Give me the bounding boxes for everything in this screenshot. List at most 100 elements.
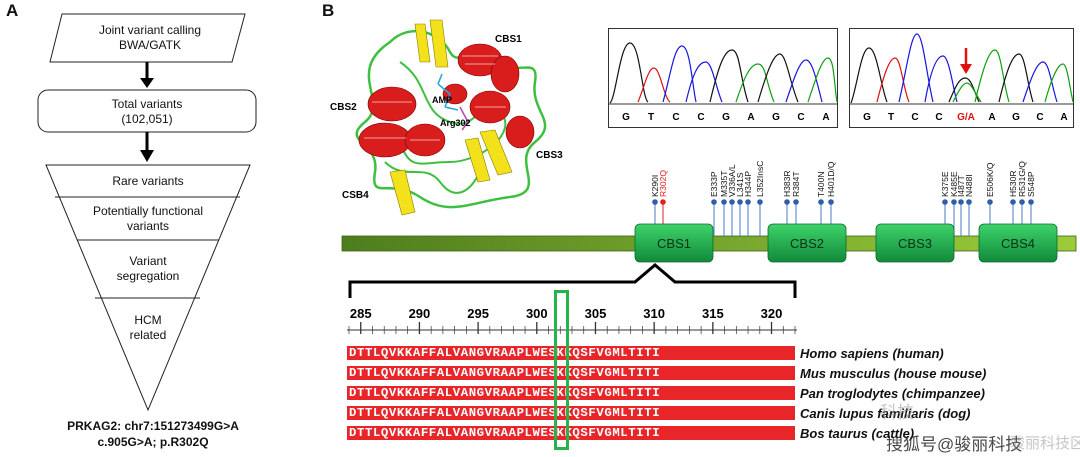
variant-dot bbox=[828, 199, 834, 205]
domain-box-cbs2 bbox=[767, 223, 847, 263]
variant-label: H344P bbox=[743, 171, 753, 197]
domain-label-cbs3: CBS3 bbox=[898, 236, 932, 251]
residue-ruler: 285 290 295 300 305 310 315 320 bbox=[347, 306, 797, 334]
domain-label-cbs1: CBS1 bbox=[657, 236, 691, 251]
variant-label: K290I bbox=[650, 175, 660, 197]
zoom-bracket bbox=[348, 263, 797, 298]
base-label: G bbox=[722, 112, 730, 123]
chromatogram-mutant: G T C C G/A A G C A bbox=[849, 28, 1074, 128]
base-label: C bbox=[911, 112, 918, 123]
variant-dot bbox=[652, 199, 658, 205]
alignment-row-mouse: DTTLQVKKAFFALVANGVRAAPLWESKKQSFVGMLTITI bbox=[347, 366, 795, 380]
alignment-row-human: DTTLQVKKAFFALVANGVRAAPLWESKKQSFVGMLTITI bbox=[347, 346, 795, 360]
domain-box-cbs1 bbox=[634, 223, 714, 263]
variant-label: L341S bbox=[735, 172, 745, 197]
variant-dot bbox=[745, 199, 751, 205]
variant-dot bbox=[729, 199, 735, 205]
variant-label: K375E bbox=[940, 171, 950, 197]
variant-dot bbox=[737, 199, 743, 205]
panel-a-flowchart bbox=[37, 13, 257, 412]
base-label-mutant: G/A bbox=[957, 112, 975, 123]
domain-box-cbs4 bbox=[978, 223, 1058, 263]
variant-label: T400N bbox=[816, 171, 826, 197]
alignment-row-cattle: DTTLQVKKAFFALVANGVRAAPLWESKKQSFVGMLTITI bbox=[347, 426, 795, 440]
arrow-down-icon bbox=[140, 150, 154, 162]
base-label: T bbox=[648, 112, 654, 123]
variant-label: H530R bbox=[1008, 171, 1018, 197]
watermark-2: 搜狐号@骏丽科技 bbox=[886, 435, 1023, 454]
variant-label: S548P bbox=[1026, 171, 1036, 197]
watermark-3: 骏丽科技区 bbox=[1010, 435, 1080, 452]
domain-label-cbs4: CBS4 bbox=[1001, 236, 1035, 251]
base-label: C bbox=[797, 112, 804, 123]
structure-label-amp: AMP bbox=[432, 95, 452, 105]
species-dog: Canis lupus familiaris (dog) bbox=[800, 406, 971, 421]
variant-dot bbox=[818, 199, 824, 205]
base-label: G bbox=[772, 112, 780, 123]
ruler-label: 290 bbox=[409, 306, 431, 321]
panel-b-label: B bbox=[322, 1, 335, 20]
structure-label-cbs2: CBS2 bbox=[330, 102, 357, 113]
ruler-label: 320 bbox=[761, 306, 783, 321]
variant-dot bbox=[1019, 199, 1025, 205]
structure-label-csb4: CSB4 bbox=[342, 190, 369, 201]
variant-label: N488I bbox=[964, 174, 974, 197]
base-label: A bbox=[988, 112, 995, 123]
domain-label-cbs2: CBS2 bbox=[790, 236, 824, 251]
variant-dot bbox=[987, 199, 993, 205]
protein-structure-image: CBS1 CBS2 CBS3 CSB4 AMP Arg302 bbox=[330, 19, 563, 216]
species-mouse: Mus musculus (house mouse) bbox=[800, 366, 987, 381]
base-label: G bbox=[622, 112, 630, 123]
base-label: C bbox=[1036, 112, 1043, 123]
domain-box-cbs3 bbox=[875, 223, 955, 263]
variant-label: K485E bbox=[949, 171, 959, 197]
base-label: C bbox=[935, 112, 942, 123]
structure-label-cbs1: CBS1 bbox=[495, 34, 522, 45]
base-label: C bbox=[697, 112, 704, 123]
variant-dot bbox=[793, 199, 799, 205]
funnel-rare: Rare variants bbox=[112, 174, 184, 188]
ruler-label: 295 bbox=[467, 306, 489, 321]
variant-label: R302Q bbox=[658, 170, 668, 197]
flow-step-total-text: Total variants(102,051) bbox=[111, 97, 183, 126]
filter-funnel bbox=[45, 164, 251, 412]
species-chimp: Pan troglodytes (chimpanzee) bbox=[800, 386, 985, 401]
alignment-row-dog: DTTLQVKKAFFALVANGVRAAPLWESKKQSFVGMLTITI bbox=[347, 406, 795, 420]
variant-dot bbox=[711, 199, 717, 205]
variant-dot bbox=[1028, 199, 1034, 205]
ruler-label: 300 bbox=[526, 306, 548, 321]
watermark-1: 科技 bbox=[880, 403, 914, 422]
ruler-label: 310 bbox=[643, 306, 665, 321]
variant-dot bbox=[757, 199, 763, 205]
ruler-label: 285 bbox=[350, 306, 372, 321]
base-label: A bbox=[1060, 112, 1067, 123]
variant-label: H401D/Q bbox=[826, 161, 836, 197]
species-cattle: Bos taurus (cattle) bbox=[800, 426, 915, 441]
r302-highlight-box bbox=[554, 290, 569, 450]
base-label: C bbox=[672, 112, 679, 123]
base-label: G bbox=[1012, 112, 1020, 123]
variant-dot bbox=[1010, 199, 1016, 205]
base-label: A bbox=[822, 112, 829, 123]
variant-label: H383R bbox=[782, 171, 792, 197]
variant-label: I487T bbox=[956, 175, 966, 197]
variant-dot bbox=[660, 199, 666, 205]
variant-label: R531G/Q bbox=[1017, 161, 1027, 197]
variant-dot bbox=[966, 199, 972, 205]
arrow-down-icon bbox=[140, 78, 154, 88]
variant-label: M335T bbox=[719, 171, 729, 197]
base-label: G bbox=[863, 112, 871, 123]
variant-label: V336A/L bbox=[727, 164, 737, 197]
structure-label-cbs3: CBS3 bbox=[536, 150, 563, 161]
variant-dot bbox=[958, 199, 964, 205]
variant-label: R384T bbox=[791, 171, 801, 197]
base-label: A bbox=[747, 112, 754, 123]
variant-label: E506K/Q bbox=[985, 162, 995, 197]
chromatogram-wildtype: G T C C G A G C A bbox=[608, 28, 838, 128]
ruler-label: 315 bbox=[702, 306, 724, 321]
ruler-label: 305 bbox=[585, 306, 607, 321]
